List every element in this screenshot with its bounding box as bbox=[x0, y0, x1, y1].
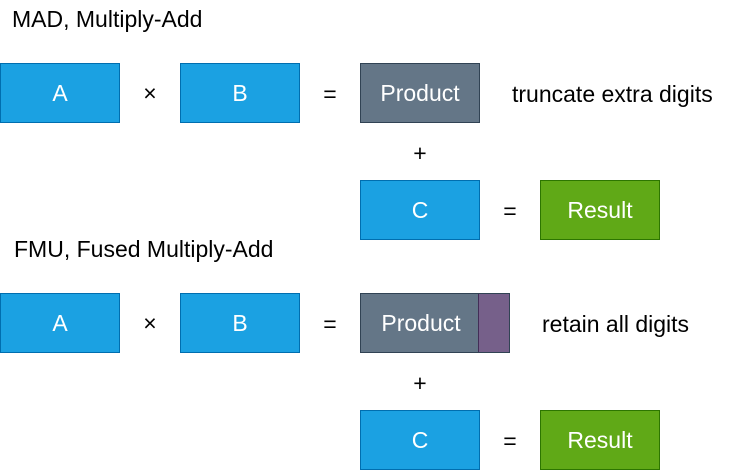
multiply-sign: × bbox=[143, 310, 157, 336]
multiply-sign: × bbox=[143, 80, 157, 106]
retain-note: retain all digits bbox=[542, 311, 690, 337]
product-label: Product bbox=[381, 309, 461, 336]
equals-sign-result: = bbox=[503, 198, 517, 224]
operand-c-box: C bbox=[360, 180, 480, 240]
result-box: Result bbox=[540, 410, 660, 470]
section-title-mad: MAD, Multiply-Add bbox=[12, 6, 203, 32]
extra-digits-segment bbox=[478, 294, 509, 352]
result-box: Result bbox=[540, 180, 660, 240]
operand-b-box: B bbox=[180, 63, 300, 123]
product-box-extended: Product bbox=[360, 293, 510, 353]
equals-sign: = bbox=[323, 81, 337, 107]
plus-sign: + bbox=[413, 370, 427, 396]
plus-sign: + bbox=[413, 140, 427, 166]
operand-a-box: A bbox=[0, 293, 120, 353]
equals-sign: = bbox=[323, 311, 337, 337]
operand-c-box: C bbox=[360, 410, 480, 470]
operand-b-box: B bbox=[180, 293, 300, 353]
product-box: Product bbox=[360, 63, 480, 123]
section-title-fma: FMU, Fused Multiply-Add bbox=[14, 236, 274, 262]
truncate-note: truncate extra digits bbox=[512, 81, 713, 107]
equals-sign-result: = bbox=[503, 428, 517, 454]
operand-a-box: A bbox=[0, 63, 120, 123]
